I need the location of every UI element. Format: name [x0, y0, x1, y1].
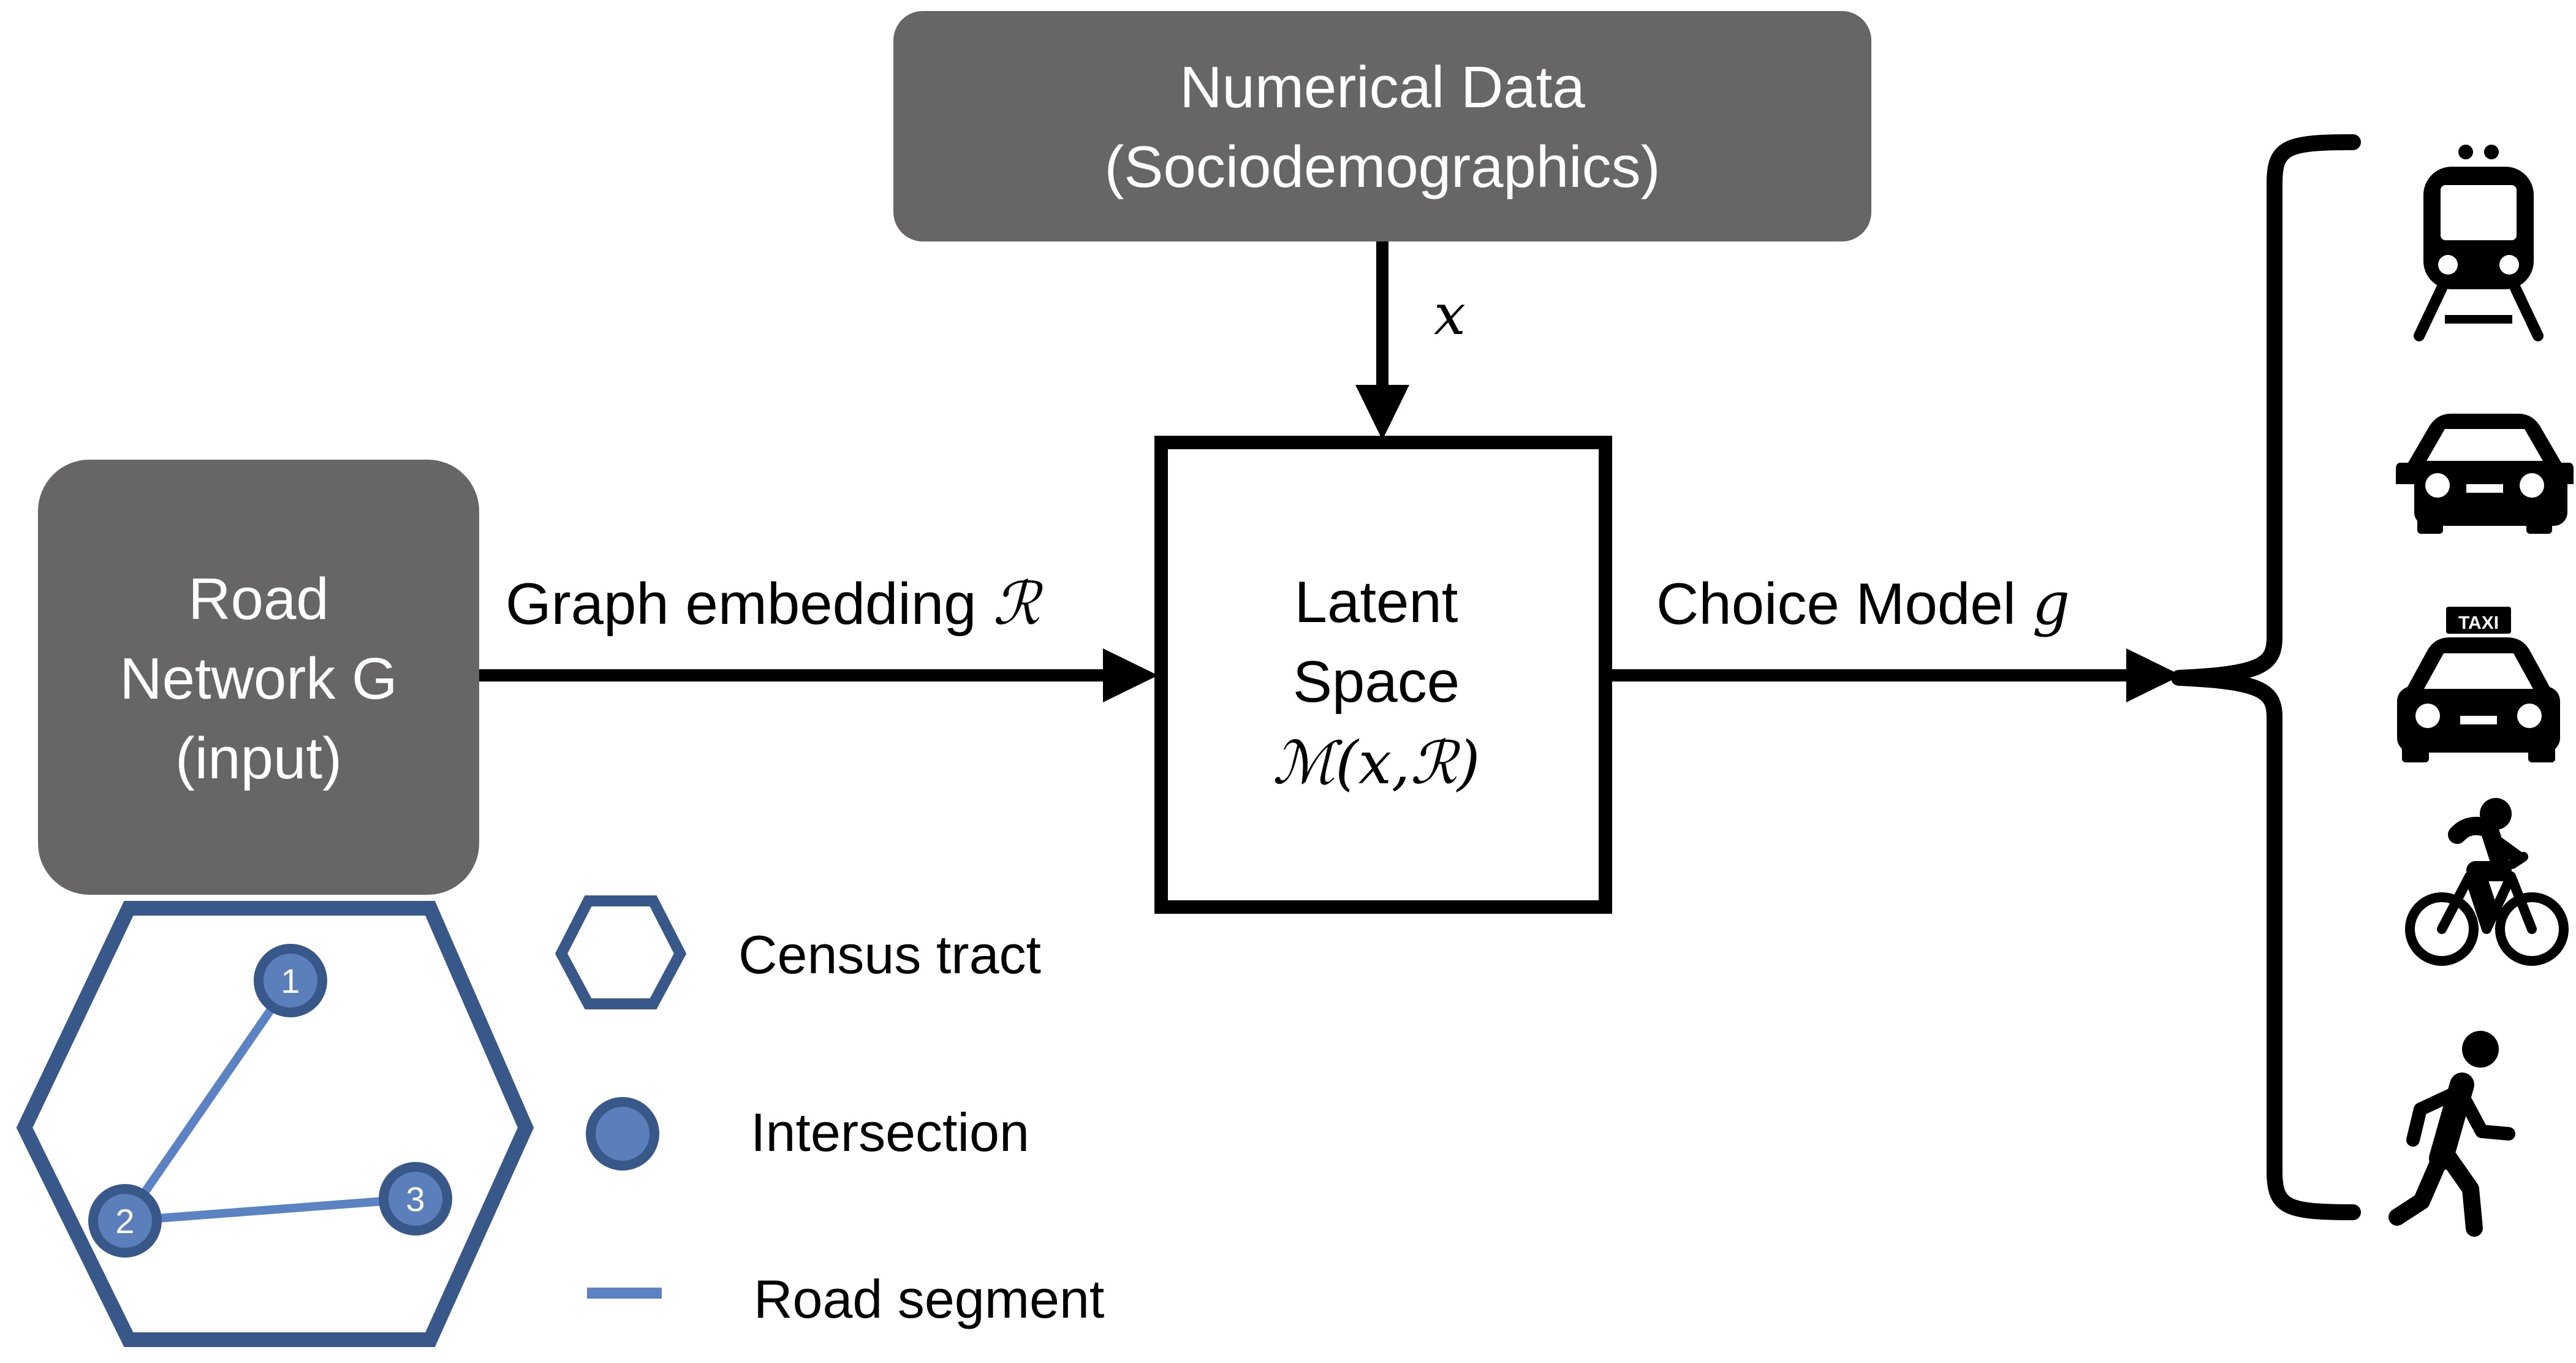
graph-embedding-arrow: Graph embedding ℛ — [479, 569, 1158, 702]
census-tract-hexagon — [16, 901, 534, 1347]
road-segment-2-3 — [124, 1194, 416, 1225]
svg-text:3: 3 — [406, 1180, 425, 1218]
latent-space-box: Latent Space ℳ(x,ℛ) — [1154, 436, 1612, 914]
legend: Census tract Intersection Road segment — [555, 895, 1104, 1329]
intersection-node-1: 1 — [254, 944, 327, 1017]
road-network-line2: Network G — [119, 646, 397, 712]
latent-space-formula: ℳ(x,ℛ) — [1273, 729, 1480, 797]
latent-space-line1: Latent — [1295, 569, 1458, 635]
legend-intersection-label: Intersection — [751, 1102, 1029, 1163]
walking-icon — [2388, 1031, 2515, 1237]
road-network-line1: Road — [188, 566, 329, 632]
numerical-data-title: Numerical Data — [1180, 55, 1585, 120]
census-tract-graph: 1 2 3 — [16, 901, 534, 1347]
car-icon — [2396, 414, 2574, 534]
legend-census-tract-label: Census tract — [738, 924, 1041, 985]
legend-census-tract-icon — [555, 895, 687, 1009]
svg-text:2: 2 — [115, 1202, 134, 1240]
numerical-data-subtitle: (Sociodemographics) — [1104, 134, 1660, 200]
svg-text:TAXI: TAXI — [2458, 613, 2499, 633]
legend-road-segment-label: Road segment — [754, 1269, 1104, 1329]
x-label: x — [1434, 282, 1466, 347]
taxi-icon: TAXI — [2397, 607, 2560, 762]
x-arrow: x — [1355, 241, 1466, 440]
mode-options-brace — [2171, 134, 2361, 1220]
road-segment-1-2 — [121, 981, 293, 1223]
road-network-box: Road Network G (input) — [38, 460, 479, 895]
choice-model-arrow: Choice Model g — [1612, 569, 2181, 702]
bicycle-icon — [2405, 798, 2569, 966]
train-icon — [2414, 145, 2544, 341]
road-network-line3: (input) — [175, 726, 342, 791]
intersection-node-3: 3 — [379, 1162, 452, 1236]
graph-embedding-label: Graph embedding ℛ — [506, 569, 1044, 638]
legend-intersection-icon — [586, 1097, 659, 1171]
svg-text:1: 1 — [281, 962, 300, 1000]
intersection-node-2: 2 — [88, 1184, 162, 1258]
numerical-data-box: Numerical Data (Sociodemographics) — [893, 11, 1871, 241]
choice-model-label: Choice Model g — [1656, 569, 2070, 638]
latent-space-line2: Space — [1293, 649, 1460, 715]
